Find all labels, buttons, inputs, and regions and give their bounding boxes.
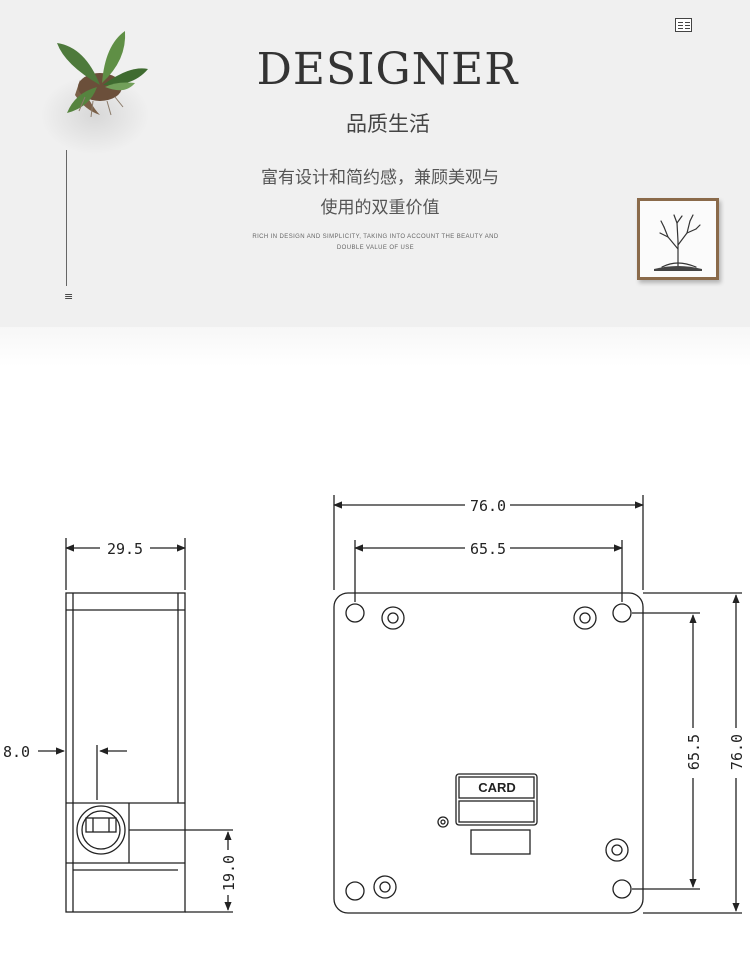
side-lock-cylinder (76, 805, 126, 855)
description-line-2: 使用的双重价值 (320, 198, 440, 218)
front-view (333, 495, 742, 914)
mounting-hole (612, 879, 632, 899)
english-line-1: RICH IN DESIGN AND SIMPLICITY, TAKING IN… (252, 234, 499, 240)
card-slot (455, 773, 538, 826)
dim-side-offset: 8.0 (3, 743, 30, 761)
tree-icon (654, 214, 702, 271)
dim-hole-spacing-horizontal: 65.5 (470, 540, 506, 558)
english-line-2: DOUBLE VALUE OF USE (336, 245, 415, 251)
technical-drawing: 29.5 8.0 19.0 C (3, 495, 746, 914)
english-description: RICH IN DESIGN AND SIMPLICITY, TAKING IN… (228, 232, 523, 254)
page-title: DESIGNER (256, 44, 519, 95)
list-menu-icon[interactable] (675, 18, 692, 32)
screw (373, 875, 397, 899)
dim-front-height: 76.0 (728, 734, 746, 770)
potted-plant-icon (57, 31, 148, 118)
dim-front-width: 76.0 (470, 497, 506, 515)
dim-hole-spacing-vertical: 65.5 (685, 734, 703, 770)
dim-side-width: 29.5 (107, 540, 143, 558)
screw (381, 606, 405, 630)
mounting-hole (612, 603, 632, 623)
description: 富有设计和简约感，兼顾美观与 使用的双重价值 (210, 163, 550, 223)
card-label: CARD (478, 780, 516, 795)
banner-fade (0, 327, 750, 367)
indicator-hole (437, 816, 449, 828)
mounting-hole (345, 881, 365, 901)
side-view-outline (65, 592, 186, 913)
dim-side-height: 19.0 (220, 855, 238, 891)
framed-tree-picture (637, 198, 719, 280)
header-banner (0, 0, 750, 327)
card-window (470, 829, 531, 855)
screw (573, 606, 597, 630)
screw (605, 838, 629, 862)
front-view-outline (333, 592, 644, 914)
page-subtitle: 品质生活 (346, 112, 430, 136)
description-line-1: 富有设计和简约感，兼顾美观与 (261, 168, 499, 188)
decorative-vertical-line (66, 150, 67, 286)
mounting-hole (345, 603, 365, 623)
menu-icon[interactable]: ≡ (64, 290, 74, 303)
side-view (65, 538, 233, 913)
